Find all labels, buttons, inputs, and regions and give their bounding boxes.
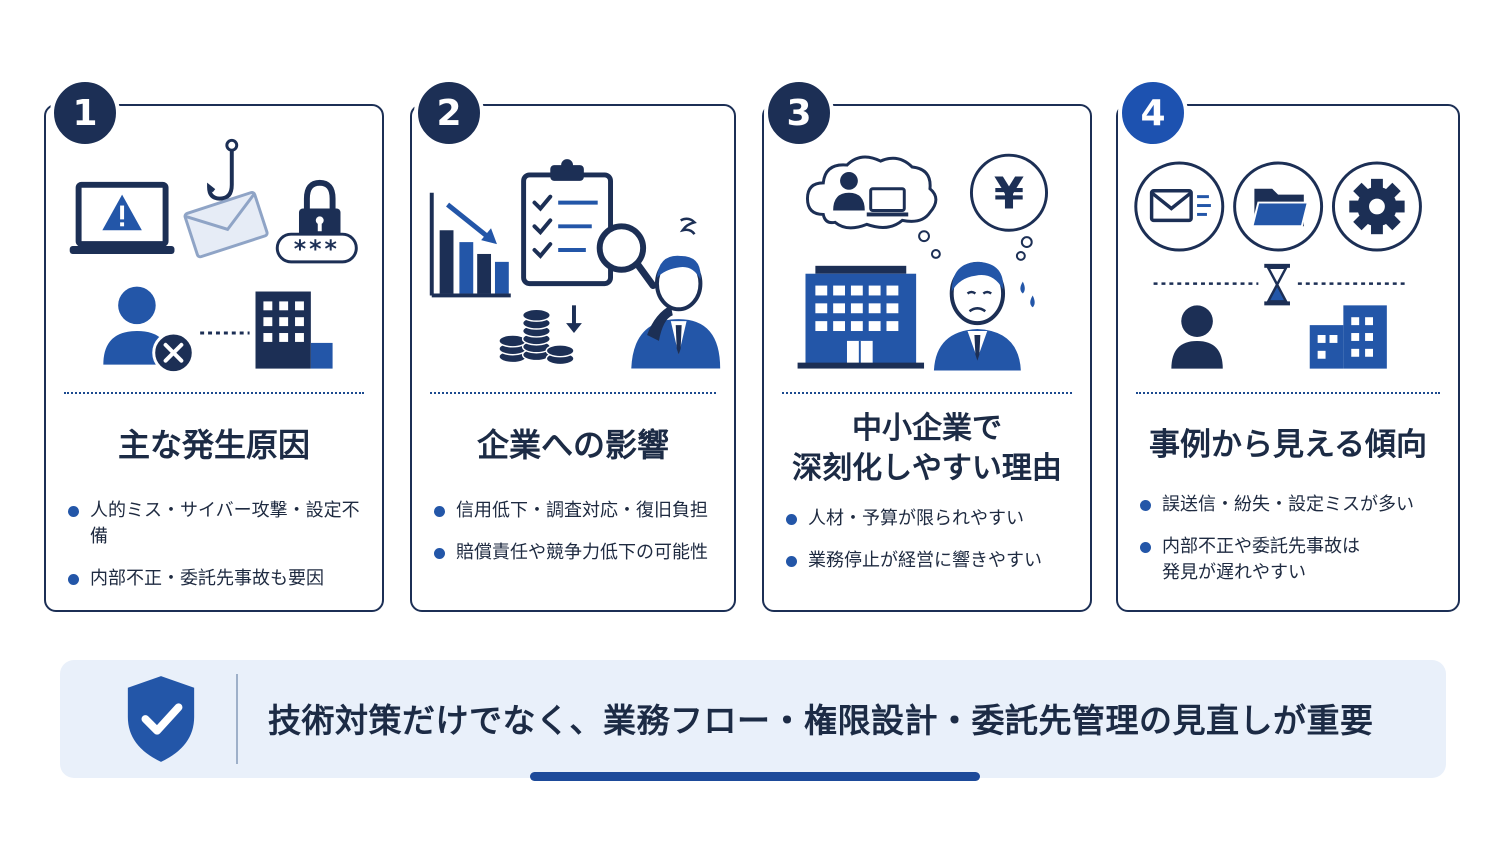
card-causes: *** 主な発生原因 人的ミス・サイバー攻撃・設定不備 内部不正・委託先事故も要…	[44, 104, 384, 612]
card1-divider	[64, 392, 364, 394]
card1-illustration: ***	[69, 138, 358, 375]
list-item: 賠償責任や競争力低下の可能性	[432, 540, 724, 566]
laptop-warning-icon	[69, 181, 175, 254]
folder-icon	[1233, 161, 1324, 252]
list-item: 誤送信・紛失・設定ミスが多い	[1138, 492, 1448, 518]
card-sme-reasons: ¥ 中小企業で	[762, 104, 1092, 612]
card3-bullets: 人材・予算が限られやすい 業務停止が経営に響きやすい	[784, 506, 1080, 590]
user-icon	[1171, 305, 1223, 369]
thought-user-computer-icon	[805, 155, 941, 259]
hourglass-icon	[1264, 263, 1290, 306]
password-mask: ***	[294, 235, 340, 263]
card3-illustration: ¥	[797, 153, 1049, 371]
office-building-icon	[255, 291, 333, 369]
office-building-icon	[1309, 305, 1387, 369]
phishing-hook-email-icon	[183, 138, 269, 259]
card-trends: 事例から見える傾向 誤送信・紛失・設定ミスが多い 内部不正や委託先事故は 発見が…	[1116, 104, 1460, 612]
card2-illustration	[429, 159, 721, 369]
banner-message: 技術対策だけでなく、業務フロー・権限設計・委託先管理の見直しが重要	[268, 701, 1374, 740]
card4-bullets: 誤送信・紛失・設定ミスが多い 内部不正や委託先事故は 発見が遅れやすい	[1138, 492, 1448, 602]
list-item: 人的ミス・サイバー攻撃・設定不備	[66, 498, 372, 550]
coin-stack-icon	[498, 305, 582, 366]
step-badge-3: 3	[764, 78, 834, 148]
user-blocked-icon	[103, 286, 250, 375]
gear-icon	[1331, 161, 1422, 252]
declining-bar-chart-icon	[429, 192, 511, 298]
magnifier-icon	[596, 223, 657, 290]
troubled-businessman-icon	[933, 261, 1035, 371]
worried-businessman-icon	[631, 217, 721, 369]
card3-divider	[782, 392, 1072, 394]
office-building-icon	[797, 265, 925, 369]
card4-illustration	[1134, 161, 1422, 369]
card2-title: 企業への影響	[476, 426, 669, 464]
step-badge-2: 2	[414, 78, 484, 148]
banner-separator	[236, 674, 238, 764]
card1-bullets: 人的ミス・サイバー攻撃・設定不備 内部不正・委託先事故も要因	[66, 498, 372, 608]
yen-coin-icon: ¥	[969, 153, 1049, 261]
yen-symbol: ¥	[994, 170, 1024, 220]
list-item: 内部不正・委託先事故も要因	[66, 566, 372, 592]
step-badge-1: 1	[50, 78, 120, 148]
card2-bullets: 信用低下・調査対応・復旧負担 賠償責任や競争力低下の可能性	[432, 498, 724, 582]
password-lock-icon: ***	[275, 179, 358, 264]
clipboard-checklist-icon	[521, 159, 614, 287]
list-item: 人材・予算が限られやすい	[784, 506, 1080, 532]
conclusion-banner: 技術対策だけでなく、業務フロー・権限設計・委託先管理の見直しが重要	[60, 660, 1446, 778]
card3-title-line-2: 深刻化しやすい理由	[792, 451, 1062, 486]
banner-accent-bar	[530, 772, 980, 781]
list-item: 信用低下・調査対応・復旧負担	[432, 498, 724, 524]
card4-divider	[1136, 392, 1440, 394]
card1-title: 主な発生原因	[117, 426, 310, 464]
card4-title: 事例から見える傾向	[1148, 427, 1428, 463]
card2-divider	[430, 392, 716, 394]
list-item: 内部不正や委託先事故は 発見が遅れやすい	[1138, 534, 1448, 586]
card-impact: 企業への影響 信用低下・調査対応・復旧負担 賠償責任や競争力低下の可能性	[410, 104, 736, 612]
email-icon	[1134, 161, 1225, 252]
card3-title-line-1: 中小企業で	[852, 411, 1002, 446]
list-item: 業務停止が経営に響きやすい	[784, 548, 1080, 574]
shield-check-icon	[127, 676, 195, 762]
step-badge-4: 4	[1118, 78, 1188, 148]
